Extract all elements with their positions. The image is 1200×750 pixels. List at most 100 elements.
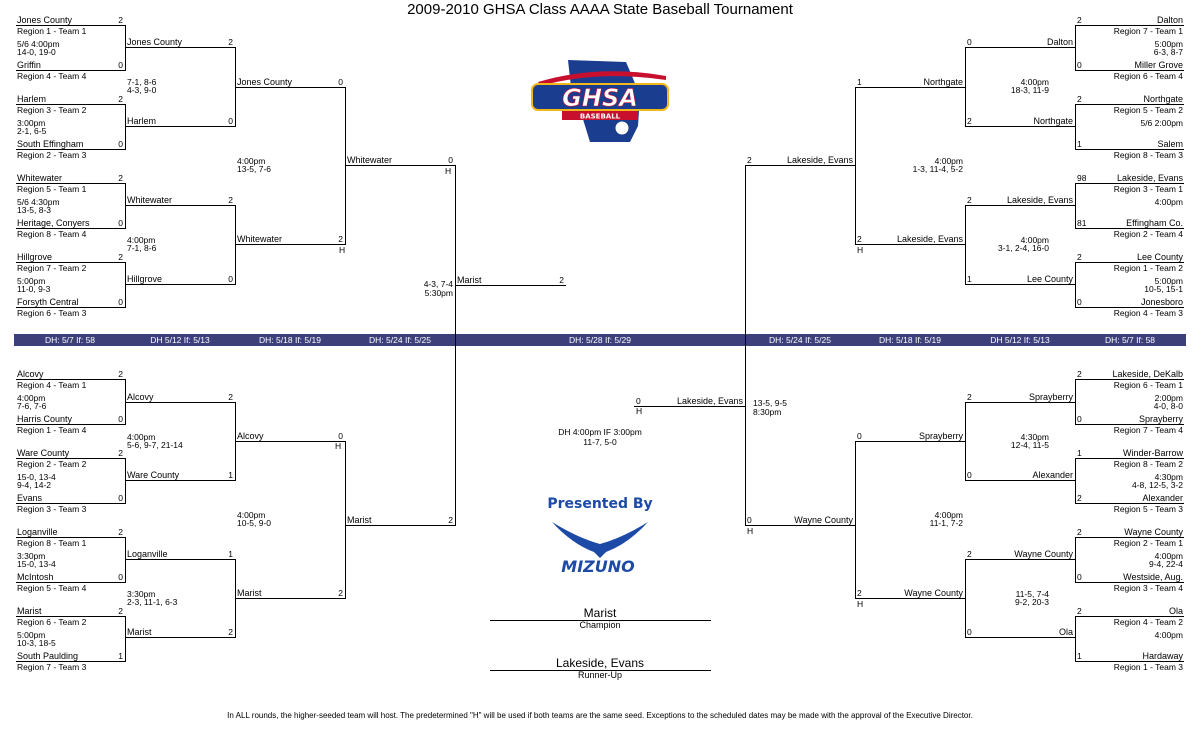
r1-left-score: 2 (118, 94, 123, 104)
final-right-team: Lakeside, Evans (676, 396, 743, 406)
sf-left-info: 5:30pm (424, 288, 453, 298)
r1-left-score: 2 (118, 448, 123, 458)
bracket-line (125, 284, 235, 285)
bracket-line (1075, 104, 1184, 105)
r1-right-team: Northgate (1143, 94, 1183, 104)
bracket-line (965, 205, 1075, 206)
r1-left-info: 5/6 4:00pm (17, 39, 60, 49)
r2-left-info: 7-1, 8-6 (127, 243, 157, 253)
r1-right-score: 0 (1077, 414, 1082, 424)
r2-left-team: Marist (127, 627, 152, 637)
r1-right-info: 10-5, 15-1 (1144, 284, 1183, 294)
r1-right-seed: Region 7 - Team 1 (1113, 26, 1183, 36)
ghsa-logo: GHSA BASEBALL (531, 60, 669, 142)
r1-left-info: 15-0, 13-4 (17, 472, 56, 482)
champion-label: Champion (579, 620, 621, 630)
r2-left-team: Hillgrove (127, 274, 163, 284)
r1-right-seed: Region 2 - Team 4 (1113, 229, 1183, 239)
bracket-line (125, 126, 235, 127)
r1-left-info: 5:00pm (17, 630, 46, 640)
day-label: DH: 5/24 If: 5/25 (369, 335, 431, 345)
bracket-line (1075, 183, 1076, 229)
r1-left-seed: Region 6 - Team 3 (17, 308, 87, 318)
day-label: DH: 5/7 If: 58 (44, 335, 96, 345)
bracket-line (345, 441, 346, 599)
r1-left-seed: Region 1 - Team 4 (17, 425, 87, 435)
runner-up-name: Lakeside, Evans (555, 656, 645, 670)
r1-left-seed: Region 7 - Team 2 (17, 263, 87, 273)
r1-left-info: 5/6 4:30pm (17, 197, 60, 207)
r1-right-info: 4:00pm (1154, 630, 1183, 640)
r1-right-score: 2 (1077, 369, 1082, 379)
r1-left-team: Marist (17, 606, 42, 616)
r2-right-score: 2 (967, 116, 972, 126)
r2-left-score: 2 (228, 627, 233, 637)
r2-left-team: Ware County (127, 470, 180, 480)
qf-left-score: 2 (338, 588, 343, 598)
r2-right-team: Northgate (1033, 116, 1073, 126)
r1-right-seed: Region 8 - Team 2 (1113, 459, 1183, 469)
r1-left-team: Alcovy (17, 369, 44, 379)
r1-right-team: Jonesboro (1140, 297, 1183, 307)
r1-left-team: South Effingham (17, 139, 84, 149)
r1-right-seed: Region 5 - Team 2 (1113, 105, 1183, 115)
bracket-line (125, 559, 235, 560)
r1-right-score: 81 (1077, 218, 1087, 228)
bracket-line (16, 228, 125, 229)
r1-left-info: 3:30pm (17, 551, 46, 561)
r1-right-team: Lakeside, DeKalb (1112, 369, 1183, 379)
r1-left-team: South Paulding (17, 651, 79, 661)
sf-right-team: Wayne County (794, 515, 853, 525)
bracket-line (345, 87, 346, 245)
r2-right-info: 18-3, 11-9 (1010, 85, 1049, 95)
mizuno-wordmark: MIZUNO (561, 557, 635, 576)
r1-left-score: 0 (118, 414, 123, 424)
r2-right-score: 0 (967, 470, 972, 480)
qf-left-team: Whitewater (237, 234, 283, 244)
r1-right-score: 2 (1077, 606, 1082, 616)
bracket-line (965, 47, 966, 127)
qf-right-score: 2 (857, 588, 862, 598)
bracket-line (1075, 262, 1184, 263)
bracket-line (235, 441, 345, 442)
bracket-line (125, 47, 235, 48)
r1-right-info: 9-4, 22-4 (1148, 559, 1183, 569)
sf-right-info: 13-5, 9-5 (753, 398, 788, 408)
r1-right-team: Sprayberry (1138, 414, 1183, 424)
r1-right-seed: Region 1 - Team 2 (1113, 263, 1183, 273)
r2-right-score: 2 (967, 392, 972, 402)
r1-left-team: Harris County (17, 414, 73, 424)
qf-right-team: Sprayberry (918, 431, 963, 441)
bracket-line (1075, 616, 1076, 662)
host-mark: H (636, 406, 643, 416)
r2-left-info: 4-3, 9-0 (127, 85, 157, 95)
sf-right-score: 0 (747, 515, 752, 525)
baseball-icon (614, 120, 630, 136)
bracket-line (965, 47, 1075, 48)
bracket-line (235, 244, 345, 245)
qf-right-team: Lakeside, Evans (896, 234, 963, 244)
bracket-line (1075, 424, 1184, 425)
r1-right-seed: Region 4 - Team 3 (1113, 308, 1183, 318)
bracket-line (125, 637, 235, 638)
bracket-line (125, 616, 126, 662)
qf-left-score: 2 (338, 234, 343, 244)
r1-right-score: 1 (1077, 448, 1082, 458)
r1-left-seed: Region 8 - Team 1 (17, 538, 87, 548)
sf-right-info: 8:30pm (753, 407, 782, 417)
r2-right-team: Wayne County (1014, 549, 1073, 559)
r1-right-info: 5/6 2:00pm (1140, 118, 1183, 128)
qf-right-info: 1-3, 11-4, 5-2 (912, 164, 963, 174)
r1-right-score: 98 (1077, 173, 1087, 183)
bracket-line (965, 559, 1075, 560)
final-left-score: 2 (559, 275, 564, 285)
r1-left-score: 0 (118, 572, 123, 582)
host-mark: H (335, 441, 342, 451)
r1-left-team: Hillgrove (17, 252, 53, 262)
r2-right-info: 4:30pm (1020, 432, 1049, 442)
r1-left-team: Evans (17, 493, 43, 503)
r1-right-team: Lee County (1136, 252, 1183, 262)
day-label: DH 5/12 If: 5/13 (150, 335, 210, 345)
bracket-line (1075, 582, 1184, 583)
